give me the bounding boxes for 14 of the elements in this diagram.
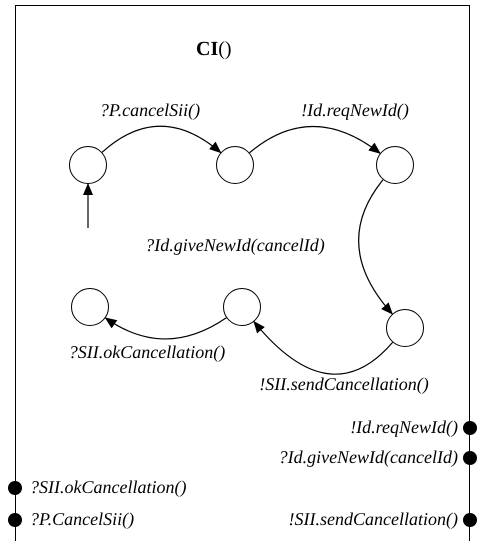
transition-arrow — [102, 126, 222, 154]
port-label: ?P.CancelSii() — [30, 510, 134, 528]
port-label: !Id.reqNewId() — [350, 418, 458, 436]
transition-arrow — [83, 183, 93, 228]
port-label: ?Id.giveNewId(cancelId) — [278, 448, 458, 466]
transition-arrow — [104, 317, 227, 340]
transition-arrow — [253, 320, 394, 375]
port-label: ?SII.okCancellation() — [30, 478, 186, 496]
edge-label: !Id.reqNewId() — [300, 101, 410, 119]
transition-arrow — [358, 179, 393, 315]
process-title: CI() — [196, 37, 232, 62]
port-label: !SII.sendCancellation() — [288, 510, 458, 528]
edge-label: !SII.sendCancellation() — [258, 375, 430, 393]
transition-arrow — [249, 126, 381, 154]
